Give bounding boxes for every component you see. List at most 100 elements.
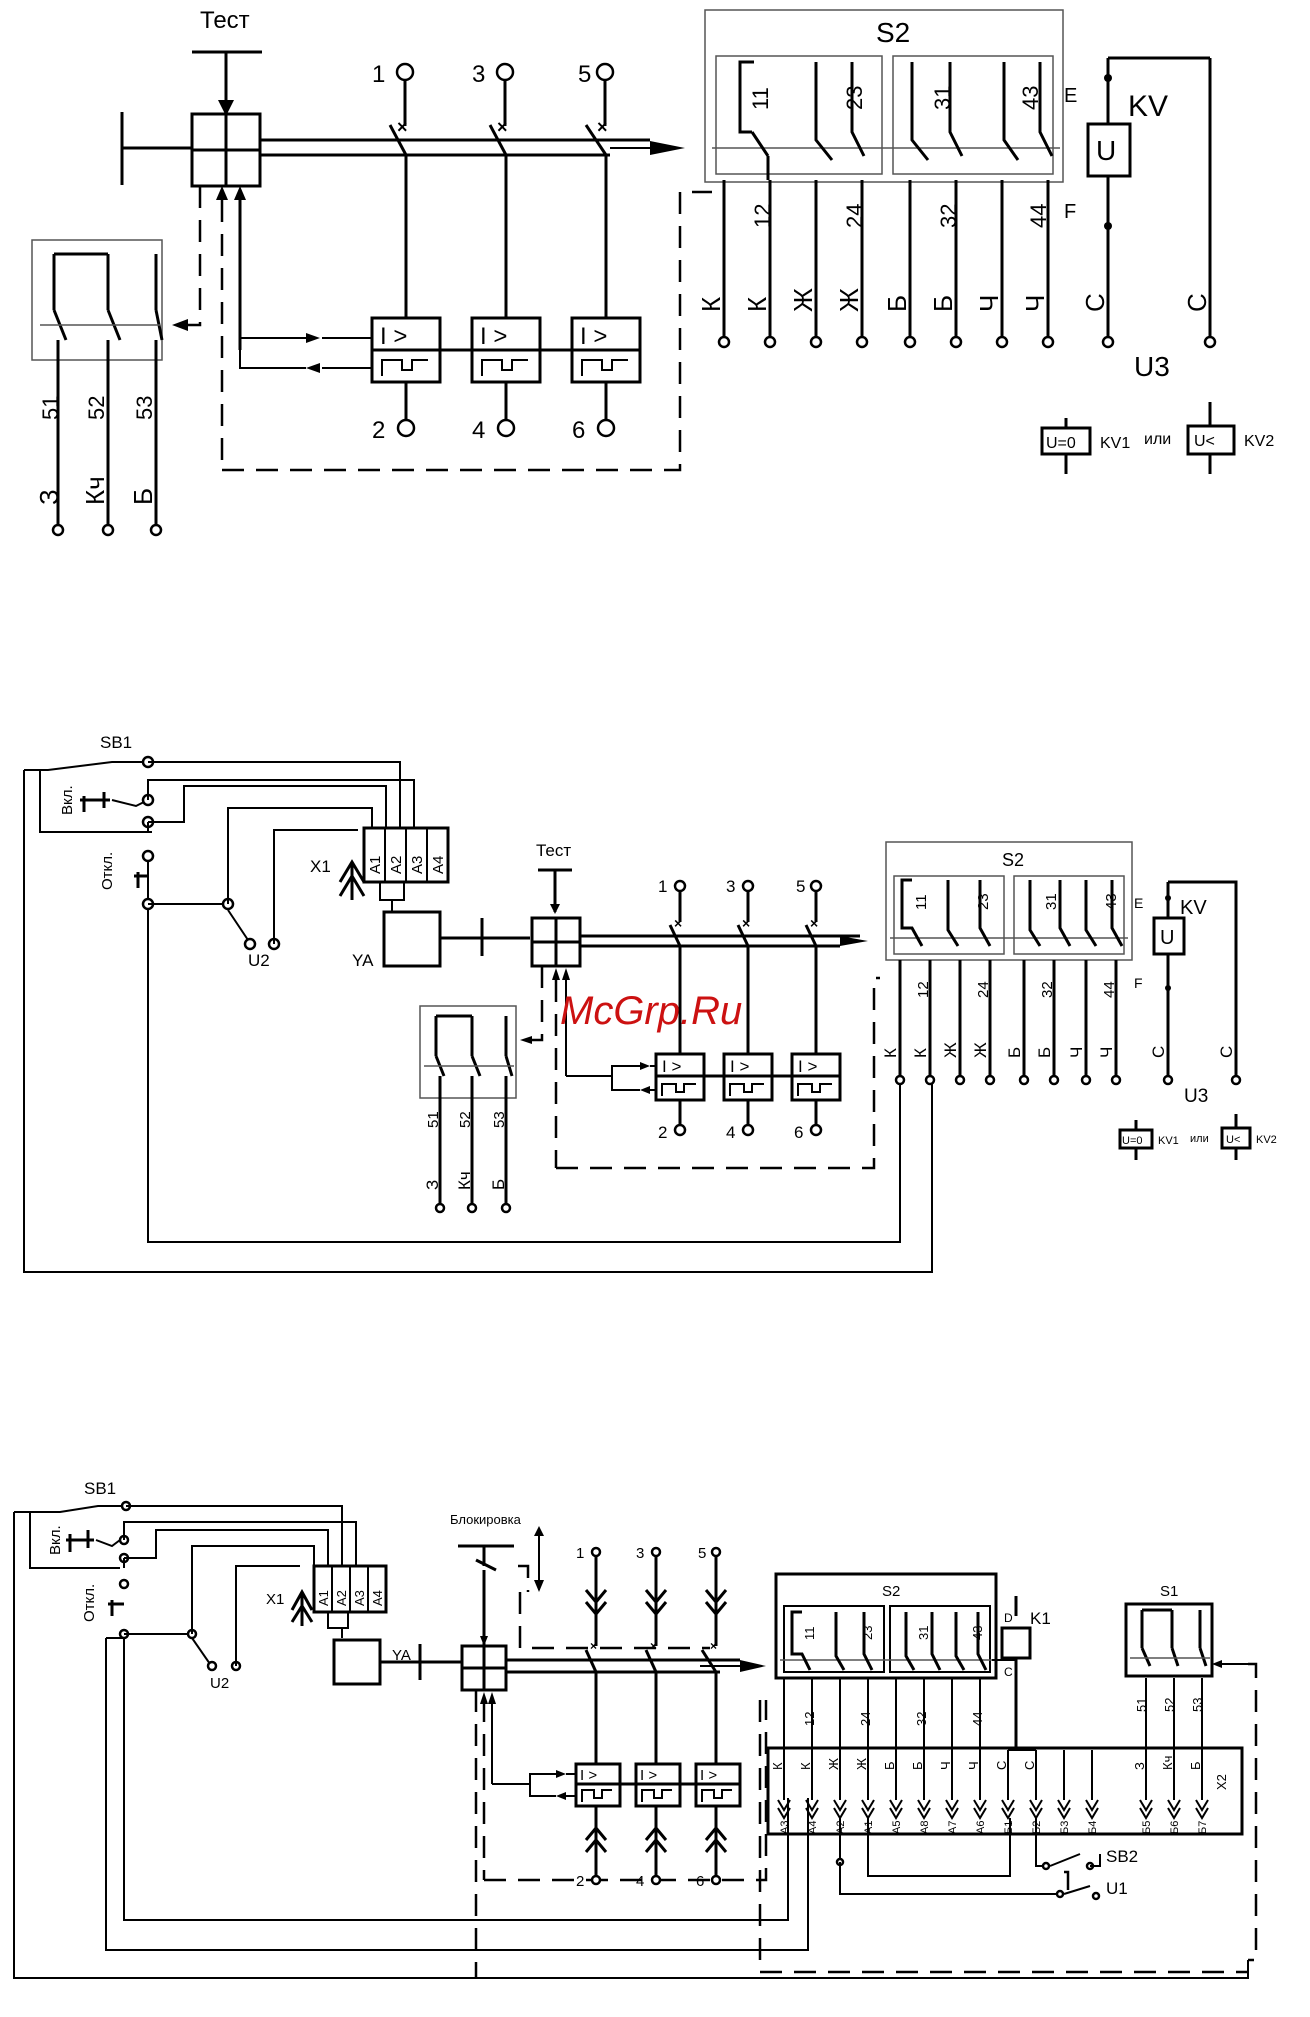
x2-wires: 12 24 32 44 К К Ж Ж Б Б Ч Ч С С З Кч Б X… — [770, 1678, 1229, 1820]
wire-color: К — [911, 1048, 930, 1058]
vkl-label: Вкл. — [47, 1525, 64, 1555]
contact-num: 11 — [748, 87, 773, 110]
diagram-3: SB1 Вкл. Откл. U2 X1 — [13, 1479, 1258, 1979]
contact-num: 43 — [1103, 893, 1120, 910]
kv-u: U — [1160, 927, 1174, 949]
overcurrent-relays: I > I > I > — [574, 1762, 742, 1808]
wire-color: Ч — [938, 1761, 953, 1770]
relay-label: I > — [700, 1767, 717, 1784]
kv1-label: KV1 — [1158, 1135, 1179, 1147]
kv1-label: KV1 — [1100, 435, 1130, 452]
svg-text:×: × — [650, 1639, 657, 1653]
s2-title: S2 — [1002, 850, 1024, 870]
pin-label: 2 — [576, 1873, 584, 1890]
aux-num: 52 — [457, 1111, 474, 1128]
wire-color: Ч — [966, 1761, 981, 1770]
x2-connector — [766, 1746, 1244, 1836]
contact-num: 24 — [858, 1712, 873, 1726]
u3-label: U3 — [1184, 1086, 1208, 1107]
wire-color: Б — [1188, 1761, 1203, 1770]
contact-num: 23 — [842, 86, 867, 110]
x2-pin: Б6 — [1169, 1821, 1181, 1834]
sb1-label: SB1 — [100, 733, 132, 752]
contact-num: 24 — [842, 204, 867, 228]
svg-text:×: × — [397, 117, 408, 137]
wire-color: Ч — [1067, 1047, 1086, 1058]
wire-color: Б — [882, 295, 912, 312]
a-term: A4 — [370, 1590, 385, 1606]
contact-num: 32 — [1039, 981, 1056, 998]
wire-color: Б — [1005, 1047, 1024, 1058]
blocking-label: Блокировка — [450, 1512, 522, 1527]
terminal — [395, 62, 415, 82]
pin-label: 4 — [726, 1123, 735, 1142]
pin-label: 2 — [658, 1123, 667, 1142]
relay-label: I > — [730, 1057, 749, 1076]
wire-color: Ч — [1097, 1047, 1116, 1058]
contact-num: 32 — [914, 1712, 929, 1726]
wire-color: З — [1132, 1762, 1147, 1770]
wire-color: Б — [928, 295, 958, 312]
relay-label: I > — [580, 323, 607, 350]
d-label: D — [1004, 1611, 1013, 1625]
wire-color: К — [881, 1048, 900, 1058]
pin-label: 3 — [726, 877, 735, 896]
wire-color: Ж — [834, 288, 864, 312]
x1-label: X1 — [266, 1591, 284, 1608]
kv-legend: U=0 KV1 или U< KV2 — [1040, 402, 1274, 474]
kv2-label: KV2 — [1256, 1134, 1277, 1146]
a-terminals: A1 A2 A3 A4 — [362, 826, 450, 884]
contact-num: 31 — [1043, 893, 1060, 910]
wire-color: С — [1149, 1046, 1168, 1058]
vkl-label: Вкл. — [59, 785, 76, 815]
diagram-2: SB1 Вкл. Откл. U2 X1 — [23, 733, 1277, 1273]
contact-num: 31 — [916, 1626, 931, 1640]
terminal — [495, 62, 515, 82]
x2-pin: A8 — [919, 1821, 931, 1834]
x2-pin: A6 — [975, 1821, 987, 1834]
aux-contact-block — [419, 1005, 517, 1099]
wire-color: Б — [882, 1761, 897, 1770]
a-term: A3 — [409, 856, 426, 874]
s2-title: S2 — [876, 17, 910, 48]
a-term: A1 — [316, 1590, 331, 1606]
contact-num: 44 — [1101, 981, 1118, 998]
kv-legend: U=0 KV1 или U< KV2 — [1118, 1114, 1277, 1160]
pin-label: 6 — [696, 1873, 704, 1890]
watermark: McGrp.Ru — [560, 989, 742, 1033]
svg-text:×: × — [742, 915, 750, 931]
e-label: E — [1064, 85, 1077, 107]
svg-text:×: × — [674, 915, 682, 931]
x2-pin: Б5 — [1141, 1821, 1153, 1834]
a-term: A2 — [334, 1590, 349, 1606]
kv1-symbol: U=0 — [1122, 1135, 1143, 1147]
contact-num: 44 — [1026, 204, 1051, 228]
relay-label: I > — [480, 323, 507, 350]
kv2-symbol: U< — [1194, 433, 1215, 450]
a-term: A2 — [388, 856, 405, 874]
pin-label: 3 — [472, 61, 485, 88]
svg-text:×: × — [810, 915, 818, 931]
kv-label: KV — [1128, 90, 1168, 123]
s1-title: S1 — [1160, 1583, 1178, 1600]
wire-color: К — [696, 297, 726, 312]
s2-output-wires: 12 24 32 44 К К Ж Ж Б Б Ч Ч — [696, 180, 1055, 349]
main-pins-top: 1 × 3 × 5 × — [372, 61, 615, 156]
aux-wire: Кч — [80, 476, 110, 505]
aux-wire: З — [423, 1180, 442, 1190]
pin-label: 6 — [572, 417, 585, 444]
pin-label: 4 — [636, 1873, 644, 1890]
otkl-label: Откл. — [99, 852, 116, 890]
contact-num: 12 — [750, 204, 775, 228]
pin-label: 1 — [372, 61, 385, 88]
aux-wire: З — [34, 489, 64, 505]
kv2-symbol: U< — [1226, 1134, 1240, 1146]
aux-num: 51 — [38, 396, 63, 420]
terminal — [595, 62, 615, 82]
e-label: E — [1134, 895, 1143, 911]
contact-num: 23 — [860, 1626, 875, 1640]
wire-color: К — [742, 297, 772, 312]
wire-color: Кч — [1160, 1756, 1175, 1770]
k1-relay — [1000, 1626, 1032, 1660]
a-terminals: A1 A2 A3 A4 — [312, 1564, 388, 1614]
